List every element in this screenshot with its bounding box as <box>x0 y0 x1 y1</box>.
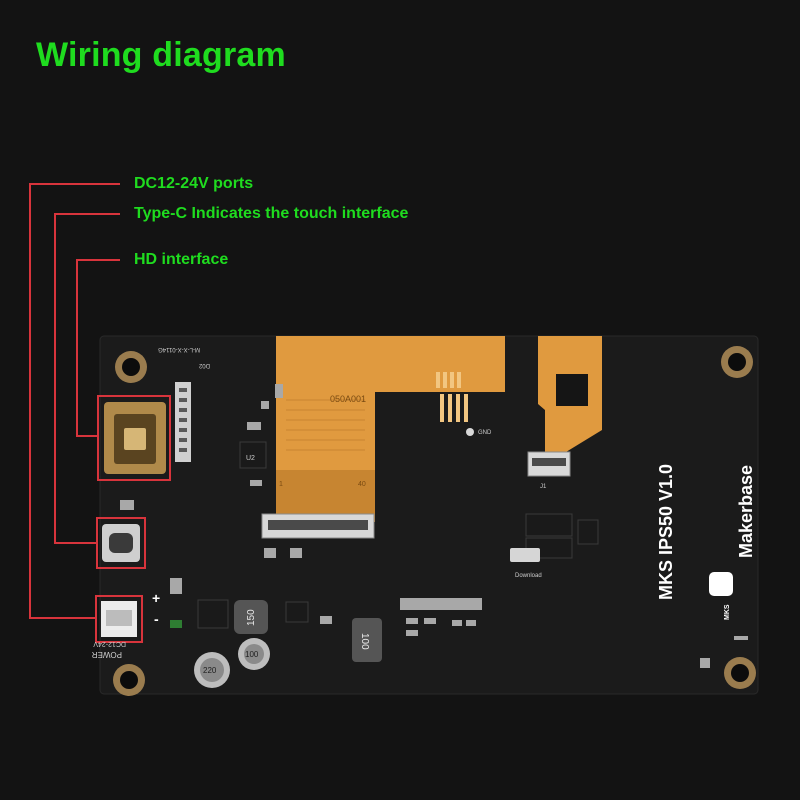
type-c-opening <box>109 533 133 553</box>
capacitor-1-label: 220 <box>203 666 217 675</box>
power-label: POWER <box>92 650 122 659</box>
hd-port-highlight <box>97 395 171 481</box>
download-button <box>510 548 540 562</box>
touch-controller-chip <box>556 374 588 406</box>
capacitor-2-label: 100 <box>245 650 259 659</box>
mounting-hole-tr <box>721 346 753 378</box>
hd-port-tongue <box>124 428 146 450</box>
callout-type-c-label: Type-C Indicates the touch interface <box>134 205 409 222</box>
download-label: Download <box>515 573 542 579</box>
board-model: MKS IPS50 V1.0 <box>656 464 676 600</box>
board-brand: Makerbase <box>736 465 756 558</box>
makerbase-logo-icon <box>709 572 733 596</box>
callout-dc-ports-label: DC12-24V ports <box>134 175 254 192</box>
u2-label: U2 <box>246 455 255 462</box>
plus-sign: + <box>152 590 160 606</box>
callout-lines <box>29 183 120 619</box>
u2-chip <box>239 441 267 469</box>
inductor-2-label: 100 <box>359 633 370 650</box>
fpc-pin-40: 40 <box>358 481 366 488</box>
fpc-pin-1: 1 <box>279 481 283 488</box>
header-connector-pins <box>179 388 187 452</box>
inductor-2 <box>352 618 382 662</box>
gnd-label: GND <box>478 430 492 436</box>
mounting-hole-br <box>724 657 756 689</box>
fpc-pads <box>436 372 468 422</box>
gnd-pad <box>466 428 474 436</box>
ic-bottom-left <box>197 599 229 629</box>
capacitor-2 <box>238 638 270 670</box>
page-title: Wiring diagram <box>36 36 286 74</box>
callout-line-dc <box>29 183 120 619</box>
ic-right-1 <box>525 513 573 537</box>
small-passives-top <box>247 384 283 486</box>
green-led <box>170 620 182 628</box>
fpc-traces <box>286 399 365 451</box>
fpc-code: 050A001 <box>330 394 366 404</box>
serial-label: M-L-X-X-0114G <box>158 346 200 352</box>
callout-hd-interface-label: HD interface <box>134 251 229 268</box>
inductor-1 <box>234 600 268 634</box>
logo-text: MKS <box>724 604 731 620</box>
d02-label: D02 <box>198 362 210 368</box>
inductor-1-label: 150 <box>246 609 257 626</box>
callout-line-type-c <box>54 213 120 544</box>
ic-bottom-mid <box>285 601 309 623</box>
capacitor-1 <box>194 652 230 688</box>
mounting-hole-tl <box>115 351 147 383</box>
j1-label: J1 <box>540 484 547 490</box>
pin-row-bottom <box>400 598 482 610</box>
mounting-hole-bl <box>113 664 145 696</box>
minus-sign: - <box>154 611 159 627</box>
callout-line-hd <box>76 259 120 437</box>
power-port-pins <box>106 610 132 626</box>
power-sub-label: DC12-24V <box>93 640 126 647</box>
touch-connector-slot <box>532 458 566 466</box>
small-passives-bottom <box>120 500 748 668</box>
ic-right-3 <box>577 519 599 545</box>
fpc-stiffener <box>276 470 375 522</box>
fpc-connector-slot <box>268 520 368 530</box>
